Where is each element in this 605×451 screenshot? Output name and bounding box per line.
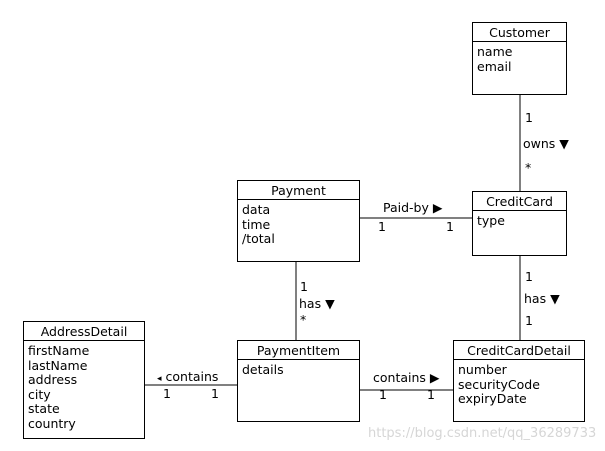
contains-card-mult-left: 1 <box>379 387 387 402</box>
paid-by-text: Paid-by <box>383 200 429 215</box>
owns-mult-top: 1 <box>525 110 533 125</box>
has-payment-mult-bottom: * <box>300 312 307 327</box>
class-payment-attributes: data time /total <box>238 200 359 250</box>
has-payment-label: has ▼ <box>299 297 335 311</box>
attribute: /total <box>242 231 275 247</box>
class-customer-attributes: name email <box>473 42 566 77</box>
attribute: lastName <box>28 357 88 373</box>
has-payment-mult-top: 1 <box>300 279 308 294</box>
attribute: data <box>242 202 271 217</box>
class-payment[interactable]: Payment data time /total <box>237 180 360 262</box>
class-address-detail-title: AddressDetail <box>24 322 144 341</box>
owns-mult-bottom: * <box>525 160 532 175</box>
contains-address-text: contains <box>165 369 219 384</box>
attribute: details <box>242 362 284 377</box>
contains-address-label: ◂ contains <box>157 370 218 386</box>
has-card-mult-top: 1 <box>525 269 533 284</box>
direction-left-icon: ◂ <box>157 374 162 384</box>
attribute: number <box>458 362 507 377</box>
class-payment-item-title: PaymentItem <box>238 341 359 360</box>
class-address-detail[interactable]: AddressDetail firstName lastName address… <box>23 321 145 439</box>
class-customer[interactable]: Customer name email <box>472 22 567 95</box>
attribute: securityCode <box>458 376 540 392</box>
class-credit-card-attributes: type <box>473 211 566 232</box>
class-credit-card-detail[interactable]: CreditCardDetail number securityCode exp… <box>453 340 585 422</box>
class-payment-item[interactable]: PaymentItem details <box>237 340 360 422</box>
direction-down-icon: ▼ <box>550 291 560 306</box>
paid-by-mult-left: 1 <box>378 219 386 234</box>
attribute: city <box>28 386 51 402</box>
paid-by-label: Paid-by ▶ <box>383 201 443 215</box>
direction-down-icon: ▼ <box>559 136 569 151</box>
watermark-text: https://blog.csdn.net/qq_36289733 <box>368 426 597 441</box>
has-card-label: has ▼ <box>524 292 560 306</box>
class-credit-card[interactable]: CreditCard type <box>472 191 567 256</box>
contains-address-mult-left: 1 <box>163 386 171 401</box>
has-payment-text: has <box>299 296 322 311</box>
class-credit-card-title: CreditCard <box>473 192 566 211</box>
attribute: time <box>242 216 271 232</box>
attribute: name <box>477 44 513 59</box>
contains-card-label: contains ▶ <box>373 371 440 385</box>
class-payment-title: Payment <box>238 181 359 200</box>
contains-address-mult-right: 1 <box>211 386 219 401</box>
owns-label: owns ▼ <box>523 137 569 151</box>
paid-by-mult-right: 1 <box>446 219 454 234</box>
has-card-text: has <box>524 291 547 306</box>
contains-card-text: contains <box>373 370 426 385</box>
attribute: address <box>28 372 78 388</box>
attribute: email <box>477 58 512 74</box>
class-credit-card-detail-title: CreditCardDetail <box>454 341 584 360</box>
attribute: expiryDate <box>458 391 527 407</box>
direction-down-icon: ▼ <box>325 296 335 311</box>
class-address-detail-attributes: firstName lastName address city state co… <box>24 341 144 435</box>
owns-text: owns <box>523 136 556 151</box>
direction-right-icon: ▶ <box>429 370 440 385</box>
direction-right-icon: ▶ <box>432 200 443 215</box>
has-card-mult-bottom: 1 <box>525 313 533 328</box>
class-credit-card-detail-attributes: number securityCode expiryDate <box>454 360 584 410</box>
class-customer-title: Customer <box>473 23 566 42</box>
attribute: state <box>28 401 60 417</box>
attribute: type <box>477 213 505 228</box>
attribute: country <box>28 415 76 431</box>
contains-card-mult-right: 1 <box>427 387 435 402</box>
attribute: firstName <box>28 343 90 358</box>
class-payment-item-attributes: details <box>238 360 359 381</box>
